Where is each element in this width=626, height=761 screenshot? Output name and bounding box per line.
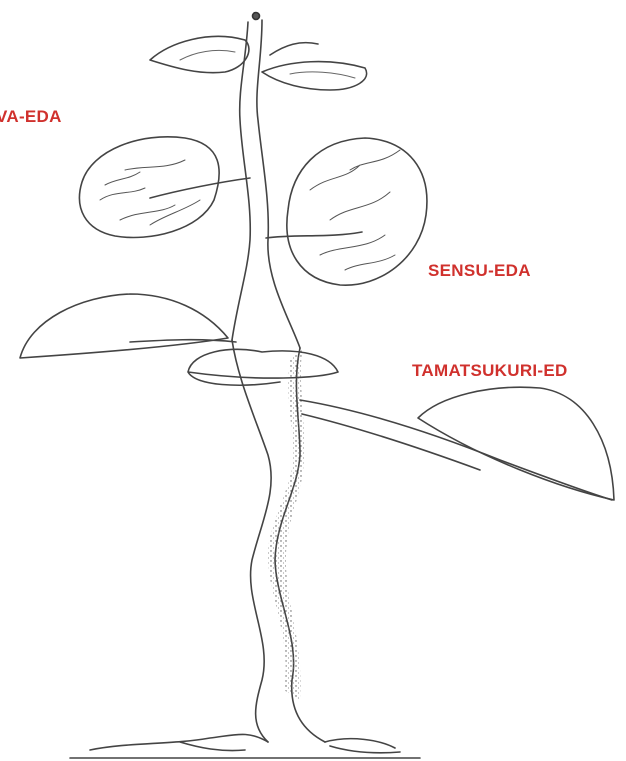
lower-left-branch xyxy=(130,340,236,342)
apex-bud xyxy=(253,13,260,20)
right-long-branch xyxy=(300,400,612,500)
sensu-eda-veins xyxy=(310,150,400,270)
middle-pad xyxy=(188,349,338,385)
lower-left-pad xyxy=(20,294,228,358)
kawa-eda-label: VA-EDA xyxy=(0,108,62,125)
kawa-eda-veins xyxy=(100,160,200,225)
kawa-eda-branch xyxy=(150,178,250,198)
upper-trunk xyxy=(232,20,300,348)
trunk-shading xyxy=(268,350,304,700)
top-canopy-veins xyxy=(180,50,355,78)
sensu-eda-canopy xyxy=(287,138,427,285)
right-end-pad xyxy=(418,387,614,500)
roots xyxy=(70,734,420,758)
tamatsukuri-eda-label: TAMATSUKURI-ED xyxy=(412,362,568,379)
sensu-eda-label: SENSU-EDA xyxy=(428,262,531,279)
sensu-eda-branch xyxy=(266,232,362,238)
